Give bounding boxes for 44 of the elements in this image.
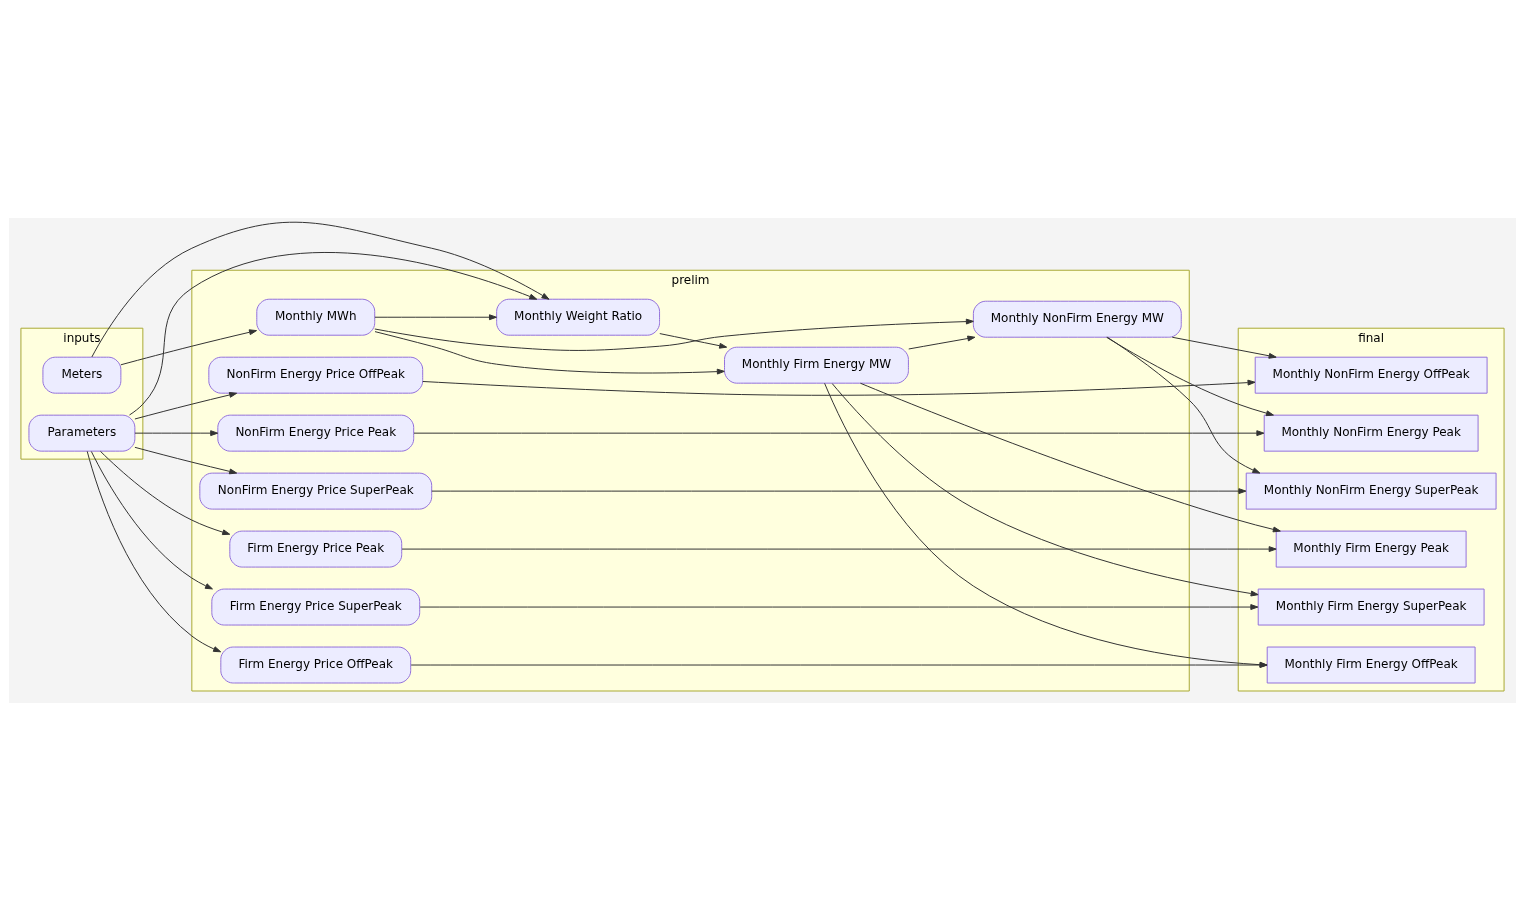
node-box: Monthly Weight Ratio <box>496 298 661 336</box>
arrow <box>134 391 238 419</box>
arrow <box>128 251 538 415</box>
arrow <box>422 379 1256 396</box>
arrow <box>134 429 219 436</box>
arrow <box>419 603 1259 610</box>
node-box: Monthly Firm Energy Peak <box>1275 530 1467 568</box>
arrow <box>410 661 1268 668</box>
arrow <box>659 332 728 349</box>
node-box: Monthly NonFirm Energy SuperPeak <box>1245 472 1497 510</box>
arrow <box>413 429 1265 436</box>
node-box: NonFirm Energy Price Peak <box>217 414 415 452</box>
node-box: Monthly MWh <box>256 298 376 336</box>
node-box: Monthly Firm Energy MW <box>724 346 909 384</box>
arrow <box>1171 336 1277 359</box>
arrow <box>99 450 231 535</box>
node-box: Meters <box>42 356 122 394</box>
arrow <box>1106 336 1274 416</box>
node-box: Monthly NonFirm Energy Peak <box>1263 414 1479 452</box>
arrow <box>1106 336 1261 474</box>
arrow <box>134 446 238 474</box>
node-box: Firm Energy Price OffPeak <box>220 646 412 683</box>
arrow <box>831 382 1259 596</box>
node-box: NonFirm Energy Price SuperPeak <box>199 472 433 510</box>
node-box: Firm Energy Price Peak <box>229 530 403 568</box>
arrow <box>86 450 222 652</box>
node-box: Monthly Firm Energy SuperPeak <box>1257 588 1485 626</box>
arrow <box>120 328 257 365</box>
node-box: NonFirm Energy Price OffPeak <box>208 356 424 394</box>
arrow <box>908 335 976 349</box>
node-box: Monthly NonFirm Energy OffPeak <box>1254 356 1488 394</box>
arrow <box>374 313 497 320</box>
arrow <box>859 382 1281 532</box>
arrow <box>431 487 1247 494</box>
arrow <box>91 221 550 357</box>
arrow <box>374 318 974 351</box>
arrow <box>401 545 1277 552</box>
arrow <box>90 450 213 589</box>
node-box: Parameters <box>28 414 136 452</box>
node-box: Monthly Firm Energy OffPeak <box>1266 646 1476 683</box>
node-box: Firm Energy Price SuperPeak <box>211 588 421 626</box>
arrow <box>824 382 1268 668</box>
node-box: Monthly NonFirm Energy MW <box>972 300 1182 338</box>
arrow <box>374 330 725 375</box>
